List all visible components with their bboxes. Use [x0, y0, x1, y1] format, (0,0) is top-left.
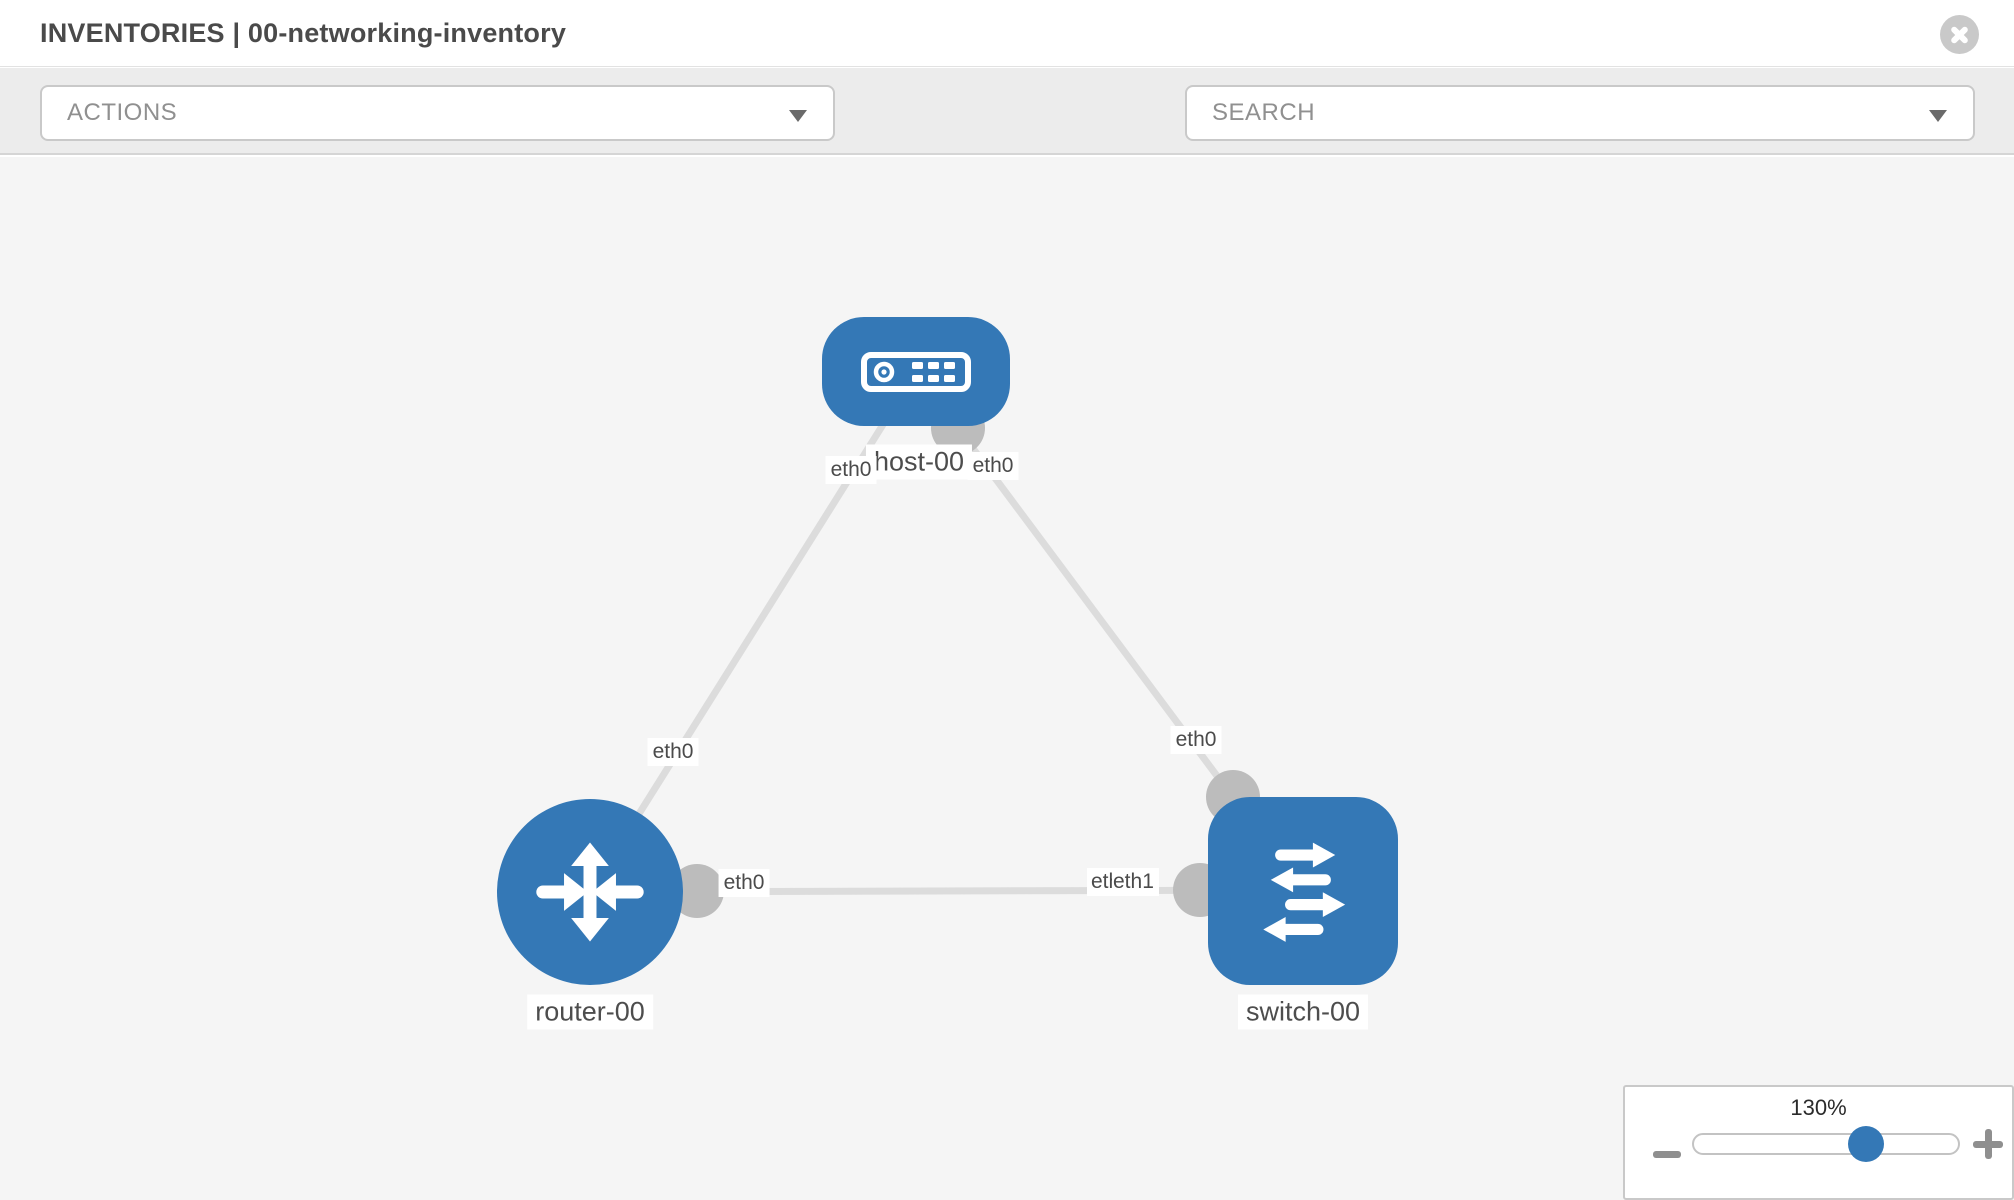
iface-label-router-eth0: eth0 [718, 869, 770, 897]
topology-canvas[interactable] [0, 157, 2014, 1200]
iface-label-switch-eth0: eth0 [1170, 726, 1222, 754]
caret-down-icon [789, 110, 807, 122]
zoom-slider-track[interactable] [1692, 1126, 1960, 1162]
zoom-control-panel: 130% [1623, 1085, 2014, 1200]
search-dropdown[interactable]: SEARCH [1185, 85, 1975, 141]
zoom-out-minus-icon[interactable] [1652, 1139, 1682, 1169]
node-label-router-00: router-00 [527, 994, 653, 1030]
iface-label-switch-hidden: eth0 [1087, 868, 1112, 896]
node-label-switch-00: switch-00 [1237, 994, 1369, 1030]
caret-down-icon [1929, 110, 1947, 122]
header: INVENTORIES | 00-networking-inventory [0, 0, 2014, 67]
zoom-percentage: 130% [1790, 1095, 1847, 1120]
node-router-00[interactable] [497, 799, 683, 985]
search-dropdown-label: SEARCH [1212, 99, 1316, 126]
actions-dropdown[interactable]: ACTIONS [40, 85, 835, 141]
router-icon [536, 842, 644, 942]
node-switch-00[interactable] [1208, 797, 1398, 985]
node-label-host-00: host-00 [865, 444, 973, 480]
port-router-eth0[interactable] [670, 864, 724, 918]
iface-label-switch-eth1-overlap: eth0 eth1 [1087, 868, 1159, 896]
host-icon [861, 351, 971, 392]
iface-label-host-eth0-right: eth0 [967, 452, 1019, 480]
switch-icon [1263, 842, 1346, 942]
iface-label-router-eth0-uplink: eth0 [647, 738, 699, 766]
iface-label-switch-eth1: eth1 [1112, 868, 1159, 896]
zoom-slider-thumb[interactable] [1848, 1126, 1884, 1162]
actions-dropdown-label: ACTIONS [67, 99, 178, 126]
zoom-in-plus-icon[interactable] [1973, 1129, 2003, 1159]
node-host-00[interactable] [822, 317, 1010, 426]
page-title: INVENTORIES | 00-networking-inventory [40, 18, 567, 48]
iface-label-host-eth0-left: eth0 [825, 456, 877, 484]
close-icon[interactable] [1940, 15, 1979, 54]
